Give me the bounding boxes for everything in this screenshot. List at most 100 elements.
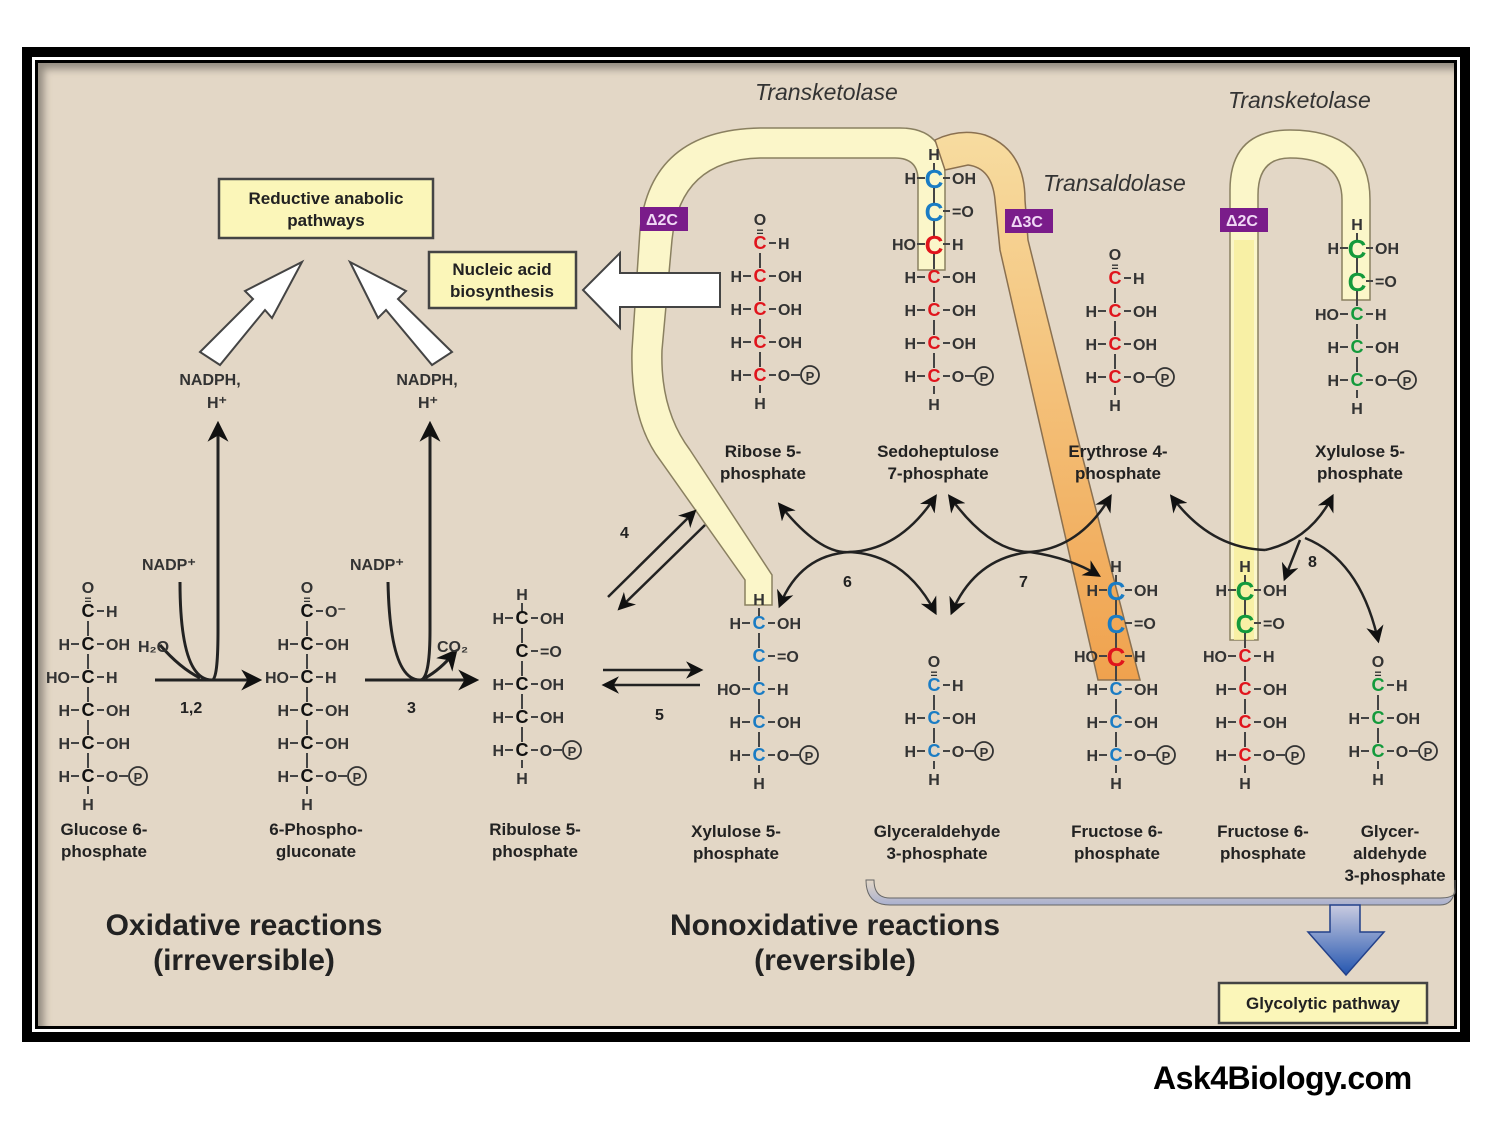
arrow-rxn-6-glyceraldehyde xyxy=(849,550,937,616)
substituent-right: OH xyxy=(1133,337,1157,354)
substituent-right: =O xyxy=(952,204,974,221)
name-fructose-6-phosphate-a-l1: Fructose 6- xyxy=(1071,822,1163,841)
substituent-left: H xyxy=(58,769,70,786)
reaction-number-8: 8 xyxy=(1308,554,1317,571)
substituent-right: H xyxy=(106,670,118,687)
substituent-left: H xyxy=(904,336,916,353)
oxygen-label: O xyxy=(778,368,790,385)
substituent-left: H xyxy=(904,303,916,320)
hydrogen-label: H xyxy=(516,587,528,604)
name-sedoheptulose-7-phosphate-l2: 7-phosphate xyxy=(887,464,988,483)
oxygen-label: O xyxy=(777,748,789,765)
substituent-left: H xyxy=(1086,748,1098,765)
carbon-label: C xyxy=(1239,646,1252,666)
carbon-label: C xyxy=(82,634,95,654)
name-glyceraldehyde-3-phosphate-b-l3: 3-phosphate xyxy=(1344,866,1445,885)
section-nonoxidative-subtitle: (reversible) xyxy=(754,944,916,977)
substituent-left: H xyxy=(58,637,70,654)
substituent-right: OH xyxy=(1375,241,1399,258)
substituent-right: =O xyxy=(1263,616,1285,633)
arrow-rxn-8-erythrose xyxy=(1169,494,1266,552)
substituent-right: H xyxy=(1134,649,1146,666)
substituent-right: OH xyxy=(540,677,564,694)
arrow-rxn-6-sedoheptulose xyxy=(849,494,937,554)
double-bond: = xyxy=(84,593,91,607)
svg-text:Δ2C: Δ2C xyxy=(646,212,678,229)
hydrogen-label: H xyxy=(1109,398,1121,415)
carbon-label: C xyxy=(753,745,766,765)
oxygen-label: O xyxy=(301,580,313,597)
substituent-right: H xyxy=(778,236,790,253)
carbon-label: C xyxy=(301,667,314,687)
phosphate-icon xyxy=(799,745,819,765)
carbon-label: C xyxy=(1239,712,1252,732)
co2-out-arrow xyxy=(424,648,458,680)
enzyme-transketolase-1: Transketolase xyxy=(755,79,898,105)
carbon-label: C xyxy=(753,679,766,699)
substituent-left: H xyxy=(1327,340,1339,357)
substituent-right: H xyxy=(1133,271,1145,288)
carbon-label: C xyxy=(1107,642,1126,672)
svg-text:Δ3C: Δ3C xyxy=(1011,214,1043,231)
carbon-label: C xyxy=(1236,609,1255,639)
phosphate-icon xyxy=(1397,370,1417,390)
hydrogen-label: H xyxy=(1372,772,1384,789)
carbon-label: C xyxy=(1351,370,1364,390)
double-bond: = xyxy=(303,593,310,607)
phosphate-label: P xyxy=(1162,749,1171,764)
carbon-label: C xyxy=(1372,675,1385,695)
tag-delta2c-2: Δ2C xyxy=(1220,208,1268,232)
oxygen-label: O xyxy=(82,580,94,597)
carbon-label: C xyxy=(1109,334,1122,354)
name-xylulose-5-phosphate-b-l2: phosphate xyxy=(1317,464,1403,483)
substituent-left: H xyxy=(1215,748,1227,765)
substituent-left: H xyxy=(277,637,289,654)
carbon-label: C xyxy=(1107,576,1126,606)
carbon-label: C xyxy=(753,646,766,666)
carbon-label: C xyxy=(1348,267,1367,297)
carbon-label: C xyxy=(82,667,95,687)
carbon-label: C xyxy=(301,733,314,753)
carbon-label: C xyxy=(928,741,941,761)
svg-text:Nucleic acid: Nucleic acid xyxy=(452,260,551,279)
oxygen-label: O xyxy=(1372,654,1384,671)
oxidative-arrows xyxy=(155,420,480,691)
carbon-label: C xyxy=(928,675,941,695)
arrow-rxn-7-glyceraldehyde xyxy=(949,550,1031,616)
hydrogen-label: H xyxy=(516,771,528,788)
carbon-label: C xyxy=(928,708,941,728)
substituent-right: OH xyxy=(952,270,976,287)
substituent-left: H xyxy=(904,744,916,761)
name-glucose-6-phosphate-l2: phosphate xyxy=(61,842,147,861)
substituent-right: H xyxy=(325,670,337,687)
substituent-right: OH xyxy=(106,637,130,654)
transketolase-ribbon-1 xyxy=(631,127,946,606)
phosphate-label: P xyxy=(980,370,989,385)
substituent-right: OH xyxy=(1133,304,1157,321)
substituent-right: OH xyxy=(777,616,801,633)
substituent-left: HO xyxy=(46,670,70,687)
carbon-label: C xyxy=(928,366,941,386)
carbon-label: C xyxy=(82,700,95,720)
oxygen-label: O xyxy=(540,743,552,760)
arrow-rxn-6-ribose xyxy=(777,502,851,554)
carbon-label: C xyxy=(754,365,767,385)
substituent-right: H xyxy=(777,682,789,699)
carbon-label: C xyxy=(82,766,95,786)
reaction-number-6: 6 xyxy=(843,574,852,591)
substituent-right: OH xyxy=(1263,715,1287,732)
hydrogen-label: H xyxy=(1239,776,1251,793)
phosphate-label: P xyxy=(1161,371,1170,386)
arrow-rxn-8-xylulose xyxy=(1264,493,1334,552)
name-glucose-6-phosphate-l1: Glucose 6- xyxy=(61,820,148,839)
substituent-right: OH xyxy=(1396,711,1420,728)
oxygen-label: O xyxy=(1109,247,1121,264)
arrow-rxn-7-fructose xyxy=(1029,550,1101,577)
substituent-left: H xyxy=(1085,304,1097,321)
carbon-label: C xyxy=(301,766,314,786)
products-brace xyxy=(865,879,1456,906)
svg-text:Reductive anabolic: Reductive anabolic xyxy=(249,189,404,208)
hydrogen-label: H xyxy=(753,592,765,609)
svg-text:Δ2C: Δ2C xyxy=(1226,213,1258,230)
phosphate-label: P xyxy=(806,369,815,384)
